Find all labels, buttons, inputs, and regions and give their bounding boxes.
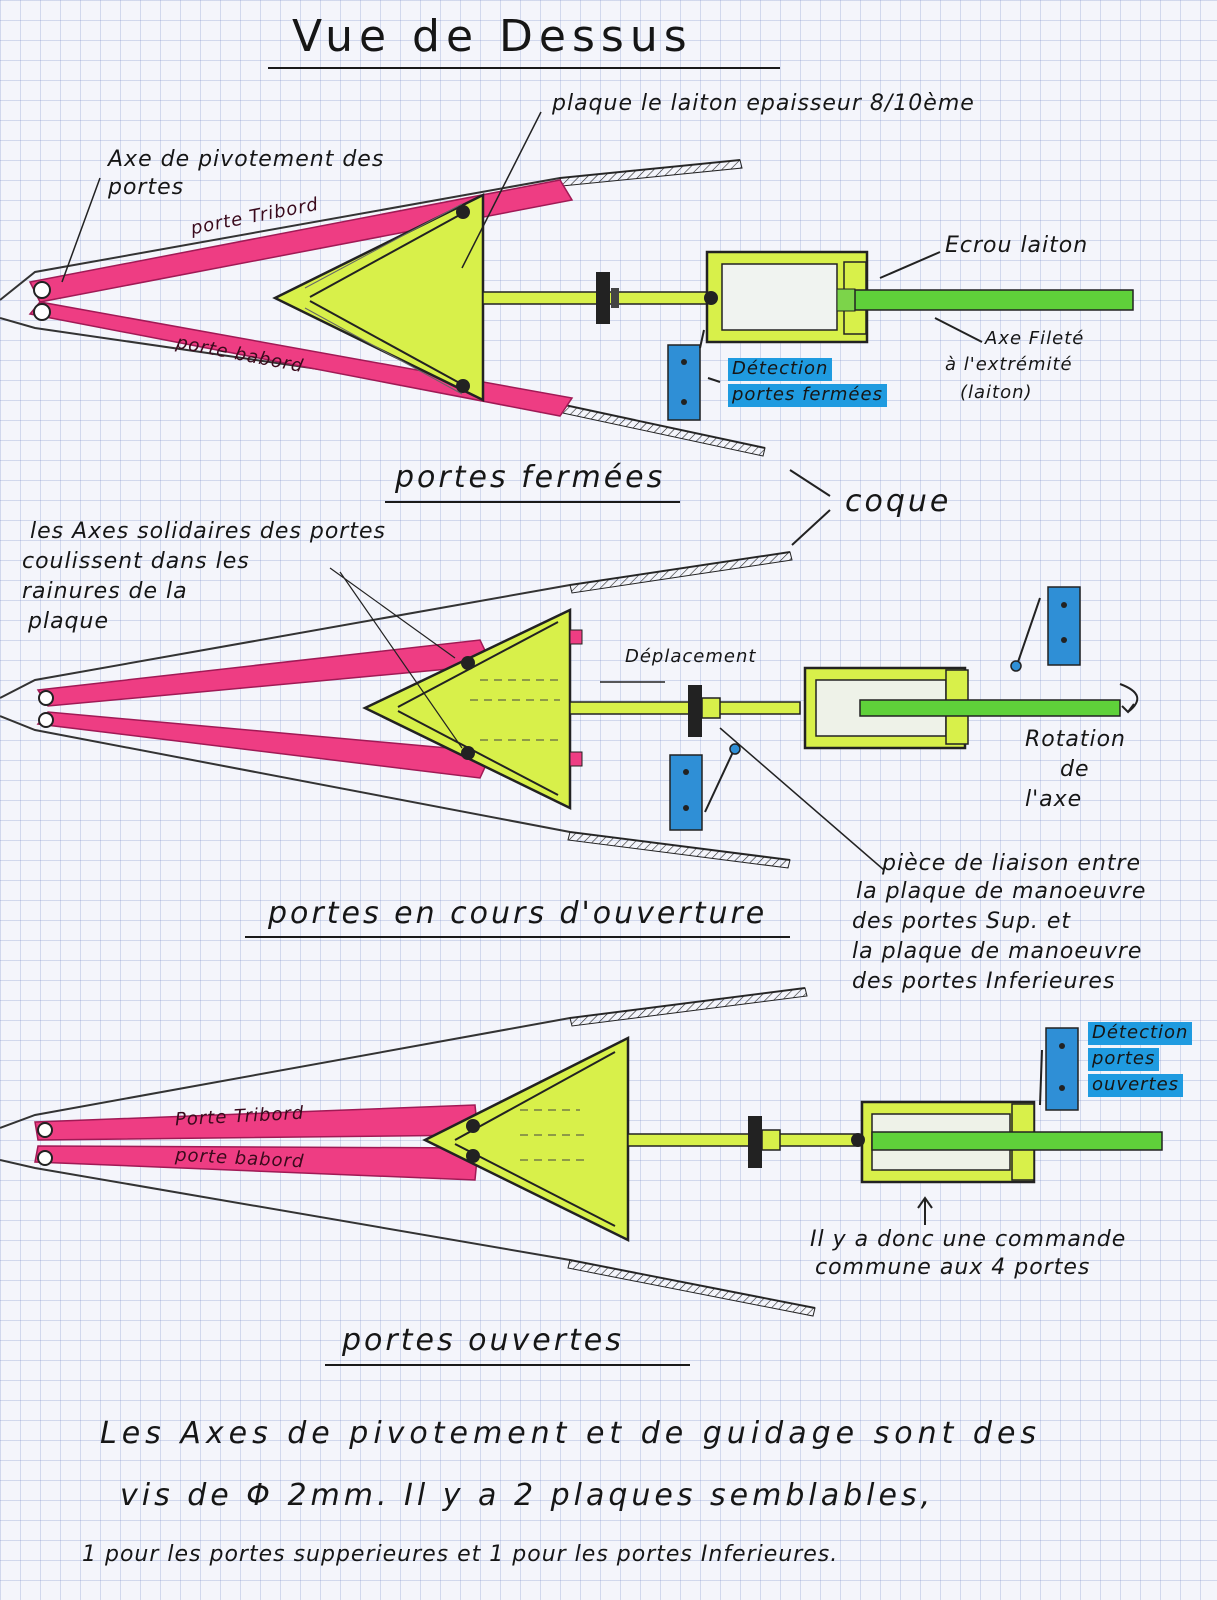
label-piece-5: des portes Inferieures [852, 969, 1116, 994]
label-piece-4: la plaque de manoeuvre [852, 939, 1143, 964]
label-axe-pivotement: Axe de pivotement des [108, 147, 385, 172]
label-piece-3: des portes Sup. et [852, 909, 1072, 934]
caption-portes-fermees: portes fermées [395, 460, 666, 495]
sensor-bottom-opening[interactable] [669, 754, 703, 831]
sensor-top-opening[interactable] [1047, 586, 1081, 666]
view-closed [0, 111, 1134, 457]
threaded-shaft-opening [859, 699, 1121, 717]
caption-portes-ouvertes: portes ouvertes [342, 1323, 624, 1358]
label-deplacement: Déplacement [625, 646, 757, 667]
label-detection-ouvertes-1: Détection [1088, 1022, 1193, 1045]
label-axe-filete-1: Axe Fileté [985, 328, 1085, 349]
page-title: Vue de Dessus [292, 11, 693, 62]
rod-opening [569, 701, 801, 715]
label-axes-solidaires-4: plaque [28, 609, 110, 634]
threaded-shaft-closed [854, 289, 1134, 311]
label-axes-solidaires-2: coulissent dans les [22, 549, 250, 574]
label-rotation-1: Rotation [1025, 727, 1126, 752]
bottom-note-line2: vis de Φ 2mm. Il y a 2 plaques semblable… [120, 1478, 935, 1513]
label-rotation-3: l'axe [1025, 787, 1083, 812]
label-ecrou-laiton: Ecrou laiton [945, 233, 1089, 258]
plate-opening [362, 608, 572, 811]
bottom-note-line1: Les Axes de pivotement et de guidage son… [100, 1416, 1042, 1451]
threaded-shaft-open [871, 1131, 1163, 1151]
label-axe-pivotement-2: portes [108, 175, 185, 200]
label-rotation-2: de [1060, 757, 1090, 782]
label-piece-1: pièce de liaison entre [882, 851, 1142, 876]
label-axes-solidaires-3: rainures de la [22, 579, 188, 604]
label-detection-ouvertes-3: ouvertes [1088, 1074, 1184, 1097]
rod-closed [482, 291, 709, 305]
label-axe-filete-2: à l'extrémité [945, 354, 1073, 375]
rod-open [627, 1133, 859, 1147]
view-open [0, 987, 1163, 1317]
label-plaque-laiton: plaque le laiton epaisseur 8/10ème [552, 91, 975, 116]
label-axe-filete-3: (laiton) [960, 382, 1033, 403]
sensor-closed[interactable] [667, 344, 701, 421]
label-detection-fermees-2: portes fermées [728, 384, 887, 407]
label-detection-ouvertes-2: portes [1088, 1048, 1160, 1071]
label-commande-1: Il y a donc une commande [810, 1227, 1127, 1252]
view-opening [0, 469, 1139, 871]
sensor-open[interactable] [1045, 1027, 1079, 1111]
bottom-note-line3: 1 pour les portes supperieures et 1 pour… [82, 1542, 839, 1567]
label-commande-2: commune aux 4 portes [815, 1255, 1091, 1280]
label-coque: coque [845, 484, 952, 519]
caption-portes-en-cours: portes en cours d'ouverture [268, 896, 768, 931]
label-axes-solidaires-1: les Axes solidaires des portes [30, 519, 386, 544]
label-detection-fermees-1: Détection [728, 358, 833, 381]
label-piece-2: la plaque de manoeuvre [856, 879, 1147, 904]
